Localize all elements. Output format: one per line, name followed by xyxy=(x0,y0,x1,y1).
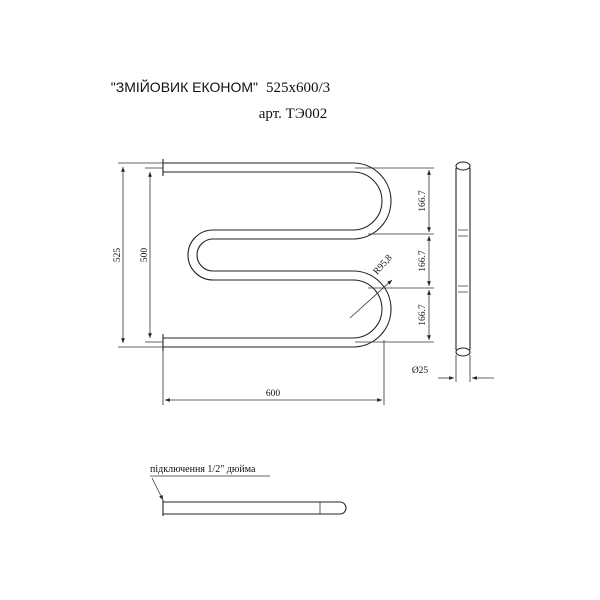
section-1-label: 166.7 xyxy=(418,190,428,212)
connection-view: підключення 1/2" дюйма xyxy=(150,464,347,516)
section-3-label: 166.7 xyxy=(418,304,428,326)
connection-note: підключення 1/2" дюйма xyxy=(150,464,256,475)
side-view: Ø25 xyxy=(412,161,494,382)
width-dimension: 600 xyxy=(162,340,385,405)
section-dimensions: 166.7 166.7 166.7 xyxy=(355,167,434,343)
height-outer-label: 525 xyxy=(113,248,123,263)
product-title: "ЗМІЙОВИК ЕКОНОМ" xyxy=(111,78,258,95)
radius-label: R95,8 xyxy=(372,253,395,277)
product-article: арт. ТЭ002 xyxy=(259,106,327,122)
radius-callout: R95,8 xyxy=(349,253,395,319)
product-size: 525x600/3 xyxy=(266,80,330,96)
height-dimensions: 525 500 xyxy=(113,162,163,348)
serpentine-pipe xyxy=(162,159,392,351)
width-label: 600 xyxy=(266,389,281,399)
section-2-label: 166.7 xyxy=(418,250,428,272)
diameter-label: Ø25 xyxy=(412,366,429,376)
height-inner-label: 500 xyxy=(140,248,150,263)
